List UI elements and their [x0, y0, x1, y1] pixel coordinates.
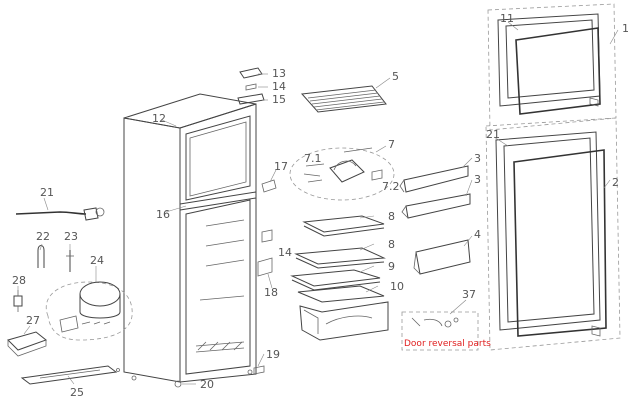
- part-filter-drier: [13, 290, 23, 312]
- part-wire-shelf: [300, 85, 387, 113]
- part-power-cord: [15, 207, 105, 221]
- part-thermostat-lamp: [289, 147, 395, 201]
- callout-14b: 14: [278, 246, 292, 259]
- callout-10: 10: [390, 280, 404, 293]
- callout-4: 4: [474, 228, 481, 241]
- callout-23: 23: [64, 230, 78, 243]
- part-freezer-door: [487, 3, 617, 131]
- callout-7: 7: [388, 138, 395, 151]
- part-wire-hook: [37, 245, 45, 268]
- part-base-bracket: [7, 331, 48, 357]
- callout-25: 25: [70, 386, 84, 399]
- part-crisper-box: [297, 285, 389, 341]
- callout-2: 2: [612, 176, 619, 189]
- callout-1: 1: [622, 22, 629, 35]
- part-cabinet: [123, 93, 257, 388]
- callout-18: 18: [264, 286, 278, 299]
- callout-19: 19: [266, 348, 280, 361]
- door-reversal-label: Door reversal parts: [404, 339, 491, 349]
- callout-15: 15: [272, 93, 286, 106]
- callout-16: 16: [156, 208, 170, 221]
- callout-24: 24: [90, 254, 104, 267]
- callout-3a: 3: [474, 152, 481, 165]
- part-compressor: [45, 281, 133, 341]
- part-feet: [247, 365, 265, 375]
- part-base-plate: [20, 365, 120, 385]
- callout-9: 9: [388, 260, 395, 273]
- callout-12: 12: [152, 112, 166, 125]
- part-pin: [66, 250, 74, 272]
- callout-22: 22: [36, 230, 50, 243]
- callout-27: 27: [26, 314, 40, 327]
- callout-8a: 8: [388, 210, 395, 223]
- part-door-reversal-box: [401, 311, 479, 351]
- callout-3b: 3: [474, 173, 481, 186]
- callout-28: 28: [12, 274, 26, 287]
- callout-13: 13: [272, 67, 286, 80]
- callout-14a: 14: [272, 80, 286, 93]
- callout-7-1: 7.1: [304, 152, 322, 165]
- part-fridge-door: [485, 117, 621, 351]
- callout-labels: 1 11 2 21 3 3 4 5 7 7.1 7.2 8 8 9 10 12 …: [12, 12, 629, 399]
- part-glass-shelves: [290, 215, 386, 291]
- callout-8b: 8: [388, 238, 395, 251]
- callout-37: 37: [462, 288, 476, 301]
- callout-11: 11: [500, 12, 514, 25]
- callout-21-door: 21: [486, 128, 500, 141]
- part-door-bins: [399, 165, 471, 275]
- callout-21-cord: 21: [40, 186, 54, 199]
- callout-17: 17: [274, 160, 288, 173]
- part-clips: [257, 179, 277, 277]
- part-hinge-small: [237, 67, 265, 105]
- callout-20: 20: [200, 378, 214, 391]
- leader-lines: [17, 21, 619, 385]
- callout-5: 5: [392, 70, 399, 83]
- callout-7-2: 7.2: [382, 180, 400, 193]
